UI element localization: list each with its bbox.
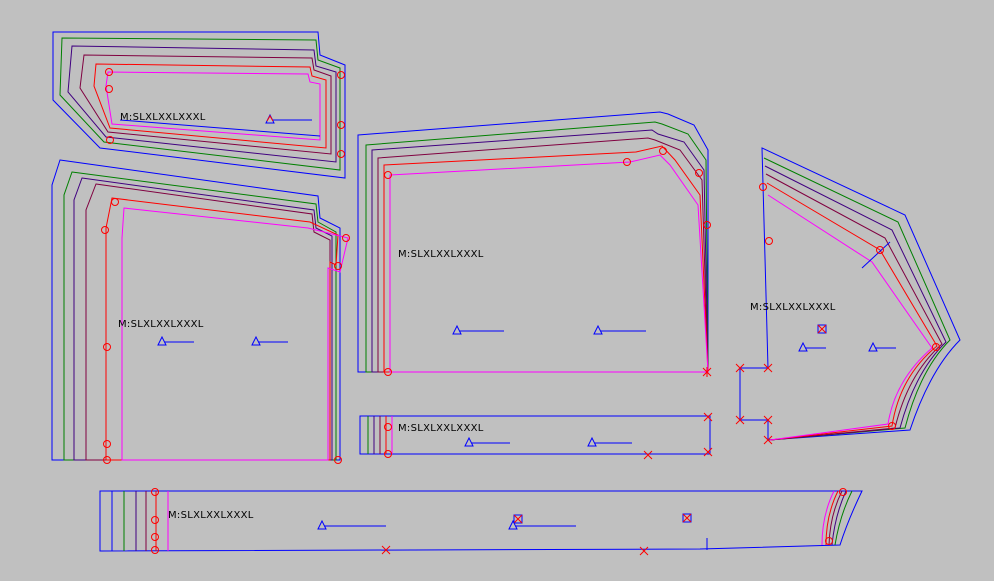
collar-piece[interactable]: M:SLXLXXLXXXL <box>52 31 346 179</box>
cuff-piece[interactable]: M:SLXLXXLXXXL <box>359 412 713 460</box>
front-panel-piece[interactable]: M:SLXLXXLXXXL <box>51 159 350 464</box>
front-panel-size-label: M:SLXLXXLXXXL <box>118 319 204 330</box>
cuff-size-label: M:SLXLXXLXXXL <box>398 423 484 434</box>
waistband-size-label: M:SLXLXXLXXXL <box>168 510 254 521</box>
collar-size-label: M:SLXLXXLXXXL <box>120 112 206 123</box>
back-panel-size-label: M:SLXLXXLXXXL <box>398 249 484 260</box>
sleeve-size-label: M:SLXLXXLXXXL <box>750 302 836 313</box>
sleeve-piece[interactable]: M:SLXLXXLXXXL <box>735 147 961 445</box>
back-panel-piece[interactable]: M:SLXLXXLXXXL <box>357 111 712 377</box>
waistband-piece[interactable]: M:SLXLXXLXXXL <box>99 488 863 556</box>
